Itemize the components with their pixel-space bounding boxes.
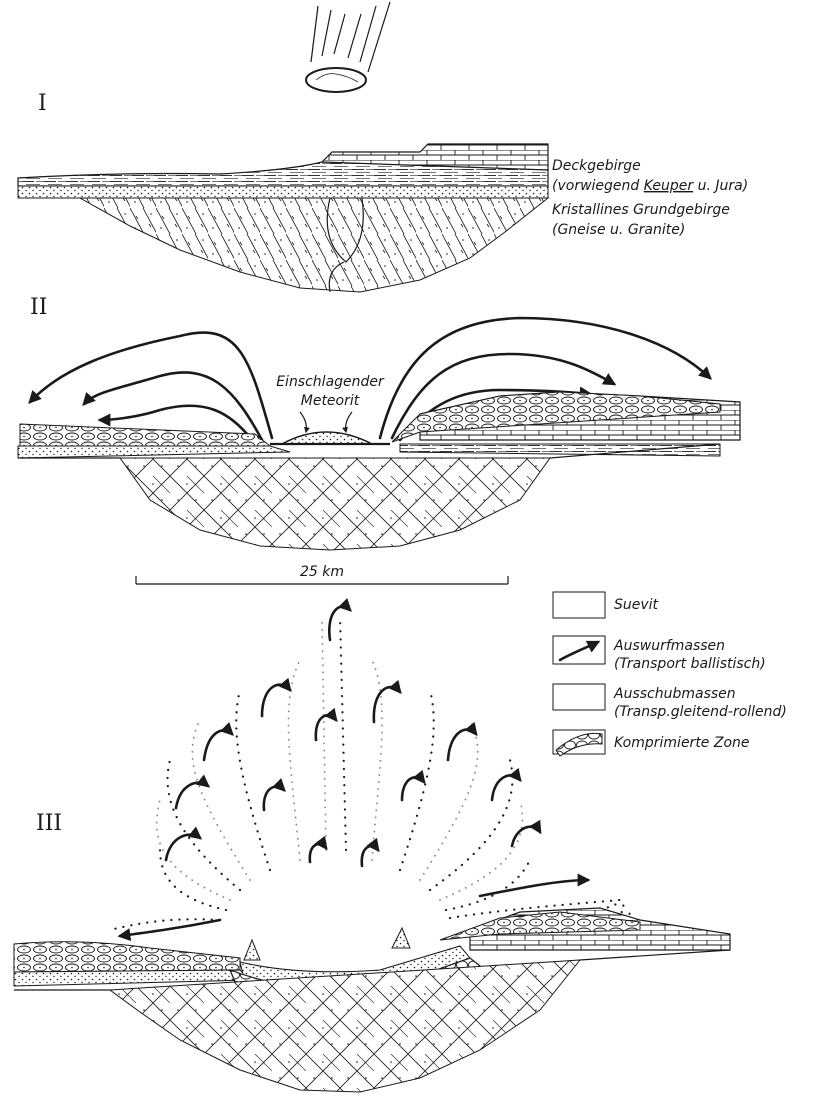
meteorite-label-line1: Einschlagender: [276, 374, 385, 390]
stage-one-section: [18, 144, 548, 292]
legend-item-suevit: Suevit: [553, 592, 659, 618]
cover-rock-label: Deckgebirge: [552, 158, 641, 174]
legend-sliding-title: Ausschubmassen: [613, 686, 736, 702]
stage-two: II Einschlagender Meteorit: [18, 295, 740, 550]
stage-two-label: II: [30, 295, 47, 320]
stage-three-arrows: [120, 607, 588, 936]
legend-item-compressed: Komprimierte Zone: [553, 730, 750, 756]
stage-one: I Deckgebirge (vorwiegend: [18, 2, 748, 292]
legend-ballistic-title: Auswurfmassen: [613, 638, 725, 654]
cover-rock-detail: (vorwiegend Keuper u. Jura): [552, 178, 748, 194]
scale-bar-label: 25 km: [300, 564, 344, 580]
scale-bar: 25 km: [136, 564, 508, 584]
meteorite-label-line2: Meteorit: [301, 393, 360, 409]
basement-detail: (Gneise u. Granite): [552, 222, 685, 238]
stage-three: III: [14, 607, 730, 1092]
legend-item-ballistic: Auswurfmassen (Transport ballistisch): [553, 636, 766, 672]
legend-item-sliding: Ausschubmassen (Transp.gleitend-rollend): [553, 684, 787, 720]
legend: Suevit Auswurfmassen (Transport ballisti…: [553, 592, 787, 756]
stage-three-label: III: [36, 811, 62, 836]
basement-label: Kristallines Grundgebirge: [552, 202, 730, 218]
stage-one-label: I: [38, 91, 47, 116]
stage-two-section: [18, 392, 740, 550]
legend-compressed-title: Komprimierte Zone: [614, 735, 750, 751]
keuper-term: Keuper: [644, 178, 695, 194]
legend-suevit-title: Suevit: [614, 597, 659, 613]
legend-sliding-detail: (Transp.gleitend-rollend): [614, 704, 787, 720]
legend-ballistic-detail: (Transport ballistisch): [614, 656, 766, 672]
falling-meteorite-icon: [306, 2, 390, 92]
